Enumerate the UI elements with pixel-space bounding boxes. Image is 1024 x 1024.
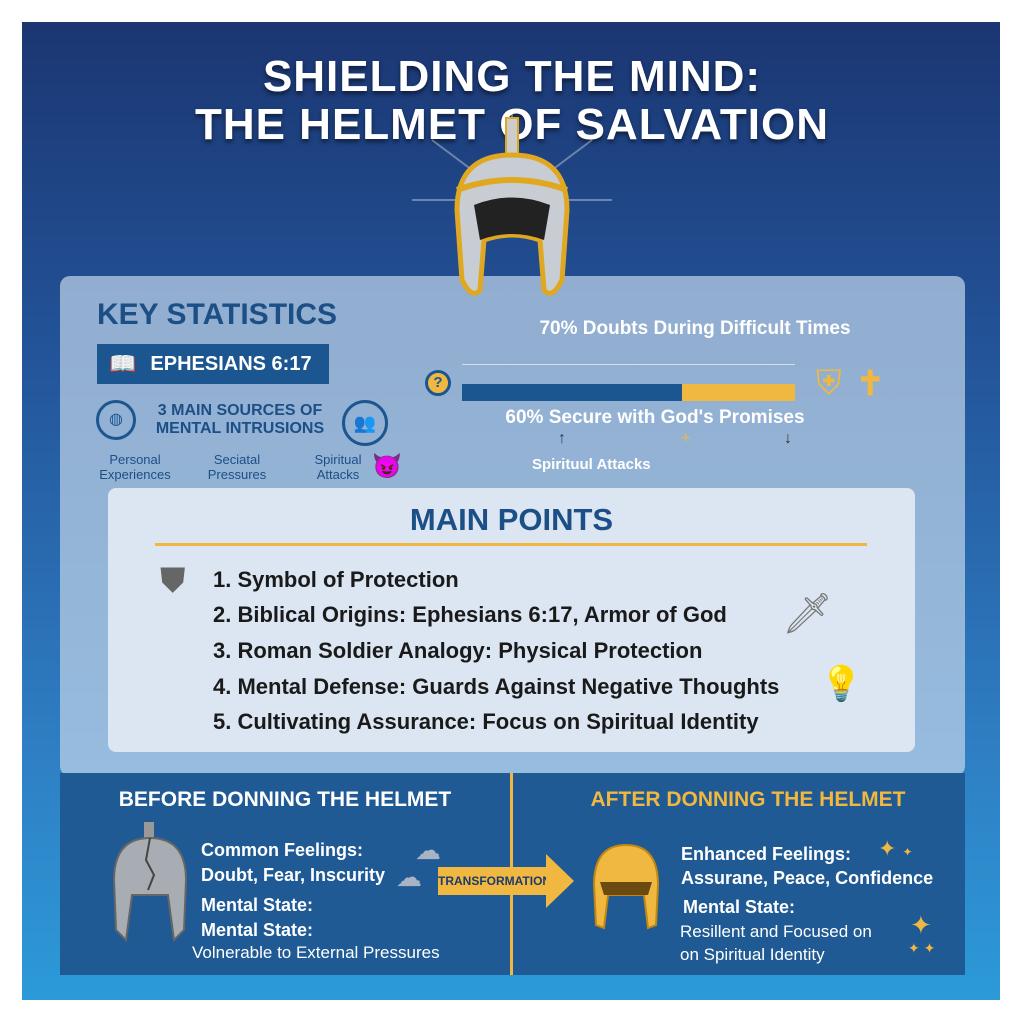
main-point: 5. Cultivating Assurance: Focus on Spiri… bbox=[213, 709, 759, 734]
heading-underline bbox=[155, 543, 867, 546]
stat-doubts: 70% Doubts During Difficult Times bbox=[539, 318, 851, 339]
golden-helmet-icon bbox=[592, 843, 660, 930]
sword-icon: 🗡 bbox=[782, 592, 833, 636]
before-feelings: Doubt, Fear, Inscurity bbox=[201, 865, 386, 885]
title-line-1: SHIELDING THE MIND: bbox=[262, 52, 762, 101]
before-feelings-label: Common Feelings: bbox=[201, 840, 364, 860]
before-state: Volnerable to External Pressures bbox=[192, 943, 440, 962]
bible-icon: 📖 bbox=[109, 351, 137, 376]
key-statistics-heading: KEY STATISTICS bbox=[97, 298, 338, 331]
before-state-label: Mental State: bbox=[201, 895, 314, 915]
source-line: Spiritual bbox=[314, 452, 362, 467]
cloud-icon: ☁ bbox=[415, 835, 441, 865]
after-state-label: Mental State: bbox=[683, 897, 796, 917]
arrow-down-icon: ↓ bbox=[784, 430, 792, 447]
cracked-helmet-icon bbox=[112, 822, 188, 943]
source-line: Seciatal bbox=[213, 452, 261, 467]
after-state: on Spiritual Identity bbox=[680, 945, 825, 964]
shield-icon: ⛊ bbox=[160, 562, 186, 600]
main-points-heading: MAIN POINTS bbox=[409, 502, 614, 537]
source-line: Pressures bbox=[207, 467, 267, 482]
mirror-icon: ◍ bbox=[96, 400, 136, 440]
before-state-label: Mental State: bbox=[201, 920, 314, 940]
transformation-arrow: TRANSFORMATION bbox=[438, 867, 551, 895]
demon-icon: 😈 bbox=[372, 453, 402, 480]
people-icon: 👥 bbox=[342, 400, 388, 446]
sources-title-line-1: 3 MAIN SOURCES OF bbox=[157, 402, 323, 419]
stat-bar bbox=[462, 384, 795, 401]
after-heading: AFTER DONNING THE HELMET bbox=[590, 788, 906, 811]
after-feelings-label: Enhanced Feelings: bbox=[681, 844, 852, 864]
main-point: 1. Symbol of Protection bbox=[213, 567, 459, 592]
cross-icon: ✝ bbox=[856, 365, 885, 403]
question-icon: ? bbox=[425, 370, 451, 396]
source-line: Experiences bbox=[99, 467, 171, 482]
plus-icon: + bbox=[681, 430, 691, 447]
main-point: 3. Roman Soldier Analogy: Physical Prote… bbox=[213, 638, 703, 663]
cloud-icon: ☁ bbox=[396, 862, 422, 892]
after-state: Resillent and Focused on bbox=[680, 922, 872, 941]
source-line: Personal bbox=[109, 452, 161, 467]
main-point: 4. Mental Defense: Guards Against Negati… bbox=[213, 674, 780, 699]
sources-title-line-2: MENTAL INTRUSIONS bbox=[155, 420, 325, 437]
stat-bar-fill bbox=[462, 384, 682, 401]
scripture-badge: 📖 EPHESIANS 6:17 bbox=[97, 344, 329, 384]
helmet-icon bbox=[412, 110, 612, 296]
shield-cross-icon: ⛨ bbox=[816, 364, 842, 402]
arrow-up-icon: ↑ bbox=[558, 430, 566, 447]
stat-secure: 60% Secure with God's Promises bbox=[505, 407, 805, 428]
after-feelings: Assurane, Peace, Confidence bbox=[681, 868, 934, 888]
sparkle-icon: ✦ bbox=[910, 910, 932, 940]
attacks-label: Spirituul Attacks bbox=[532, 456, 651, 473]
arrow-head-icon bbox=[546, 854, 574, 908]
divider bbox=[462, 364, 795, 365]
lightbulb-cross-icon: 💡 bbox=[820, 665, 863, 703]
source-line: Attacks bbox=[316, 467, 360, 482]
before-heading: BEFORE DONNING THE HELMET bbox=[118, 788, 452, 811]
scripture-label: EPHESIANS 6:17 bbox=[150, 352, 312, 375]
sparkle-icon: ✦ ✦ bbox=[908, 940, 936, 956]
sparkle-icon: ✦ ✦ bbox=[878, 836, 913, 861]
main-point: 2. Biblical Origins: Ephesians 6:17, Arm… bbox=[213, 602, 727, 627]
main-points-panel bbox=[108, 488, 915, 752]
